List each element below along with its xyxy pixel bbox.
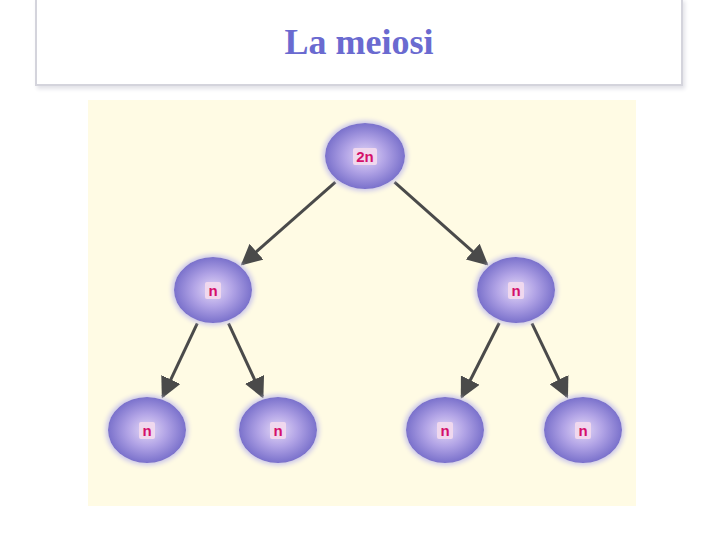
cell-circle: n <box>108 397 186 463</box>
cell-circle: n <box>406 397 484 463</box>
cell-circle: n <box>544 397 622 463</box>
slide-title: La meiosi <box>285 21 434 63</box>
division-arrow <box>242 182 335 264</box>
ploidy-label: 2n <box>353 148 377 165</box>
cell-circle: 2n <box>325 123 405 189</box>
cell-circle: n <box>477 257 555 323</box>
ploidy-label: n <box>139 422 154 439</box>
title-frame: La meiosi <box>35 0 683 86</box>
ploidy-label: n <box>205 282 220 299</box>
ploidy-label: n <box>508 282 523 299</box>
ploidy-label: n <box>437 422 452 439</box>
division-arrow <box>163 323 198 396</box>
division-arrow <box>395 182 487 264</box>
division-arrow <box>462 323 500 397</box>
cell-circle: n <box>239 397 317 463</box>
ploidy-label: n <box>270 422 285 439</box>
cell-circle: n <box>174 257 252 323</box>
ploidy-label: n <box>575 422 590 439</box>
division-arrow <box>532 323 567 396</box>
division-arrow <box>229 323 263 396</box>
